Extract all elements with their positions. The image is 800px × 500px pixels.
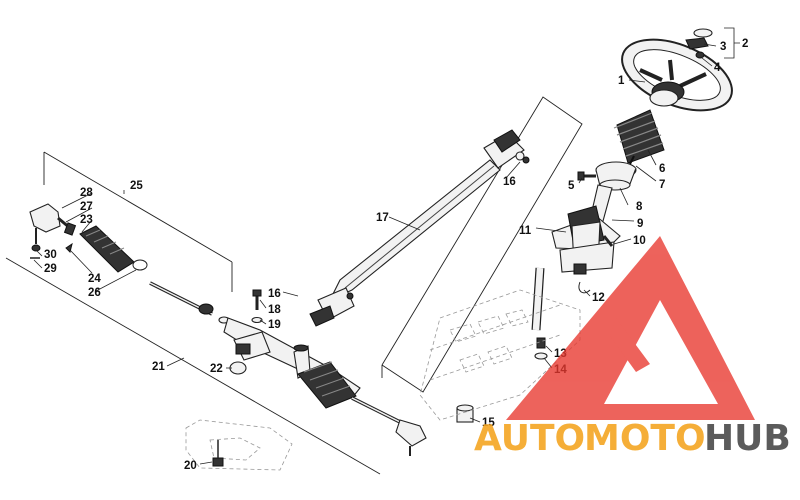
bushing-15 xyxy=(456,404,474,423)
callout-23: 23 xyxy=(80,214,93,226)
callout-1: 1 xyxy=(618,75,625,87)
callout-12: 12 xyxy=(592,292,605,304)
leader-lines xyxy=(33,43,717,465)
callout-25: 25 xyxy=(130,180,143,192)
callout-19: 19 xyxy=(268,319,281,331)
callout-labels: 1 2 3 4 5 6 7 8 9 10 11 12 13 14 15 16 1… xyxy=(44,38,748,472)
grommet-22 xyxy=(229,361,247,375)
callout-7: 7 xyxy=(659,179,665,191)
callout-4: 4 xyxy=(714,62,721,74)
intermediate-shaft xyxy=(309,129,530,327)
screw-5 xyxy=(577,171,596,181)
callout-26: 26 xyxy=(88,287,101,299)
watermark-moto: MOTO xyxy=(584,418,706,459)
bracket-2 xyxy=(724,27,740,59)
watermark-text: AUTO MOTO HUB xyxy=(474,418,791,459)
column-boot xyxy=(613,109,665,164)
tie-rod-end xyxy=(29,203,71,259)
callout-24: 24 xyxy=(88,273,101,285)
callout-16-upper: 16 xyxy=(503,176,516,188)
callout-27: 27 xyxy=(80,201,93,213)
bolt-13 xyxy=(534,337,548,360)
callout-16-lower: 16 xyxy=(268,288,281,300)
steering-column xyxy=(531,184,621,331)
callout-10: 10 xyxy=(633,235,646,247)
group-frame-25-top xyxy=(43,151,233,263)
automotohub-watermark xyxy=(506,236,755,420)
callout-2: 2 xyxy=(742,38,748,50)
callout-6: 6 xyxy=(659,163,665,175)
callout-3: 3 xyxy=(720,41,726,53)
watermark-auto: AUTO xyxy=(474,418,585,459)
callout-17: 17 xyxy=(376,212,389,224)
callout-21: 21 xyxy=(152,361,165,373)
callout-8: 8 xyxy=(636,201,643,213)
callout-9: 9 xyxy=(637,218,643,230)
watermark-hub: HUB xyxy=(704,418,791,459)
callout-5: 5 xyxy=(568,180,575,192)
watermark-triangle-icon xyxy=(506,236,755,420)
steering-rack xyxy=(149,281,427,456)
column-cap xyxy=(595,161,637,191)
steering-wheel xyxy=(621,38,733,112)
group-frame-21 xyxy=(5,257,381,475)
callout-22: 22 xyxy=(210,363,223,375)
floor-frame-left xyxy=(185,419,293,471)
bolt-20 xyxy=(212,440,224,467)
callout-18: 18 xyxy=(268,304,281,316)
callout-30: 30 xyxy=(44,249,57,261)
callout-20: 20 xyxy=(184,460,197,472)
horn-button xyxy=(685,28,713,59)
bolt-18 xyxy=(251,289,263,324)
callout-15: 15 xyxy=(482,417,495,429)
callout-29: 29 xyxy=(44,263,57,275)
screw-7 xyxy=(629,155,635,165)
callout-11: 11 xyxy=(519,225,532,237)
boot-kit xyxy=(63,222,148,273)
callout-28: 28 xyxy=(80,187,93,199)
group-frame-17 xyxy=(381,96,583,393)
